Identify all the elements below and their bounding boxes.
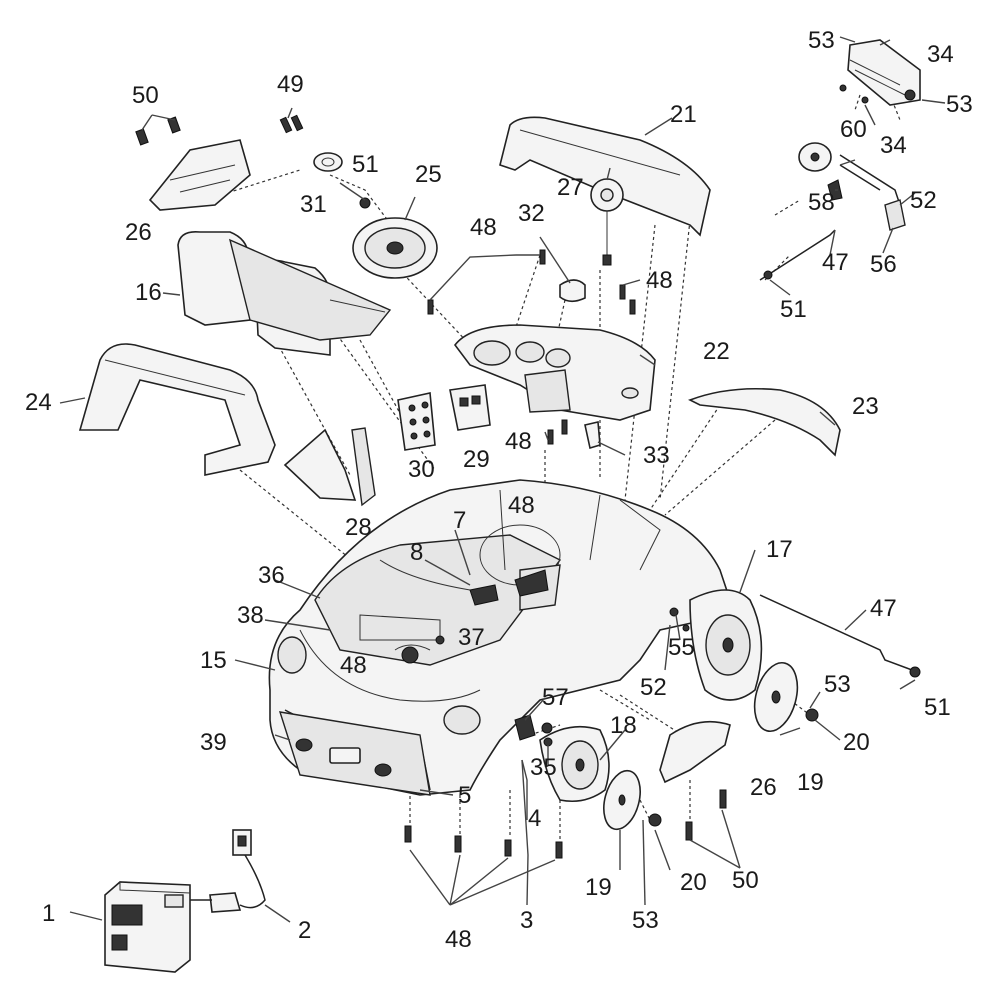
- callout-48-dash-right: 48: [646, 267, 673, 294]
- callout-19-front: 19: [585, 874, 612, 901]
- part-29-switch-box: [449, 384, 491, 431]
- callout-57: 57: [542, 684, 569, 711]
- callout-36: 36: [258, 562, 285, 589]
- part-32-mirror: [559, 279, 586, 303]
- callout-49: 49: [277, 71, 304, 98]
- callout-48-bottom: 48: [445, 926, 472, 953]
- part-34-steering-link: [759, 142, 906, 281]
- part-33-key: [584, 421, 601, 450]
- callout-21: 21: [670, 101, 697, 128]
- screws: [404, 249, 727, 859]
- wheel-hub-20-rear: [805, 708, 819, 722]
- callout-51-horn: 51: [352, 151, 379, 178]
- part-25-steering-wheel: [352, 217, 438, 279]
- wheel-19-front: [603, 769, 641, 831]
- callout-52-body: 52: [640, 674, 667, 701]
- callout-48-hood: 48: [340, 652, 367, 679]
- callout-51-link: 51: [780, 296, 807, 323]
- callout-20-front: 20: [680, 869, 707, 896]
- callout-20-rear: 20: [843, 729, 870, 756]
- callout-50-bottom: 50: [732, 867, 759, 894]
- callout-28: 28: [345, 514, 372, 541]
- callout-26-upper: 26: [125, 219, 152, 246]
- part-24-roll-bar: [78, 343, 276, 476]
- callout-48-dash-bottom: 48: [505, 428, 532, 455]
- callout-30: 30: [408, 456, 435, 483]
- callout-53-rear-wheel: 53: [824, 671, 851, 698]
- callout-5: 5: [458, 782, 471, 809]
- callout-32: 32: [518, 200, 545, 227]
- leader-lines: [59, 36, 946, 923]
- callout-labels: 1 2 3 4 5 7 8 15 16 17 18 19 19 20 20 21…: [25, 27, 973, 953]
- callout-55: 55: [668, 634, 695, 661]
- callout-23: 23: [852, 393, 879, 420]
- callout-24: 24: [25, 389, 52, 416]
- callout-7: 7: [453, 507, 466, 534]
- callout-53-front-wheel: 53: [632, 907, 659, 934]
- part-34-gearbox: [839, 39, 921, 106]
- callout-27: 27: [557, 174, 584, 201]
- part-1-battery: [104, 881, 191, 973]
- callout-19-rear: 19: [797, 769, 824, 796]
- callout-51-axle: 51: [924, 694, 951, 721]
- callout-52-link: 52: [910, 187, 937, 214]
- part-23-trim: [688, 387, 841, 457]
- callout-25: 25: [415, 161, 442, 188]
- part-26-upper: [135, 116, 251, 211]
- callout-3: 3: [520, 907, 533, 934]
- callout-53-top-right: 53: [946, 91, 973, 118]
- part-22-dashboard: [453, 324, 656, 421]
- wheel-hub-20-front: [648, 813, 662, 827]
- callout-34-top: 34: [927, 41, 954, 68]
- callout-16: 16: [135, 279, 162, 306]
- callout-2: 2: [298, 917, 311, 944]
- callout-17: 17: [766, 536, 793, 563]
- callout-37: 37: [458, 624, 485, 651]
- callout-31: 31: [300, 191, 327, 218]
- callout-50-top: 50: [132, 82, 159, 109]
- callout-35: 35: [530, 754, 557, 781]
- callout-53-top-left: 53: [808, 27, 835, 54]
- callout-4: 4: [528, 805, 541, 832]
- callout-15: 15: [200, 647, 227, 674]
- part-26-lower: [659, 720, 731, 784]
- part-16-seat: [177, 230, 392, 356]
- wheel-17: [689, 589, 763, 701]
- wheel-18: [539, 725, 610, 803]
- callout-48-dash-left: 48: [470, 214, 497, 241]
- part-28-trim: [283, 427, 376, 507]
- callout-56: 56: [870, 251, 897, 278]
- callout-33: 33: [643, 442, 670, 469]
- callout-60: 60: [840, 116, 867, 143]
- callout-39: 39: [200, 729, 227, 756]
- callout-58: 58: [808, 189, 835, 216]
- axle-47-rear: [759, 594, 921, 678]
- callout-47-axle: 47: [870, 595, 897, 622]
- callout-1: 1: [42, 900, 55, 927]
- callout-34-link: 34: [880, 132, 907, 159]
- part-2-charger: [190, 829, 266, 913]
- steering-mechanism: [401, 569, 690, 747]
- callout-8: 8: [410, 539, 423, 566]
- callout-29: 29: [463, 446, 490, 473]
- part-30-switch-panel: [397, 392, 436, 451]
- callout-26-lower: 26: [750, 774, 777, 801]
- callout-47-top: 47: [822, 249, 849, 276]
- part-27-flower: [590, 178, 624, 266]
- callout-48-body: 48: [508, 492, 535, 519]
- part-21-spoiler: [499, 116, 711, 237]
- car-body: [268, 479, 731, 796]
- wheel-19-rear: [753, 661, 799, 733]
- callout-22: 22: [703, 338, 730, 365]
- callout-18: 18: [610, 712, 637, 739]
- part-31-horn: [279, 114, 371, 209]
- callout-38: 38: [237, 602, 264, 629]
